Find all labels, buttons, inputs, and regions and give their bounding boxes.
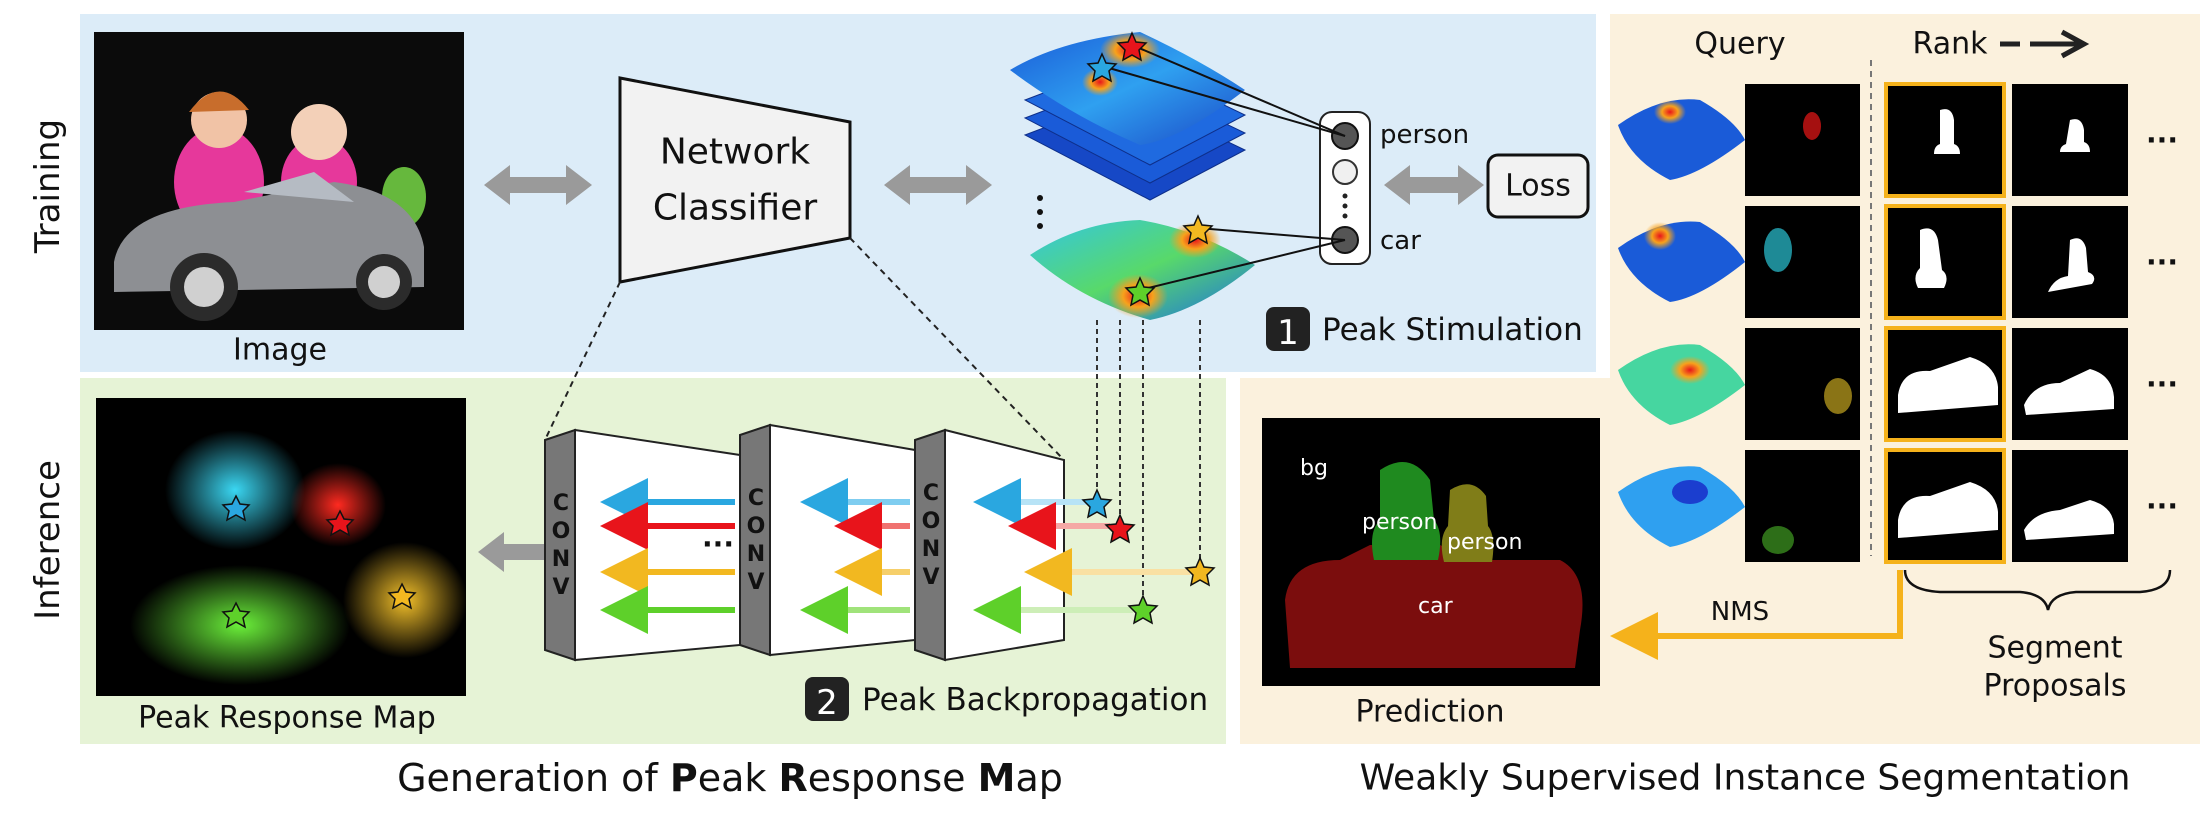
peak-stars-training bbox=[1086, 31, 1214, 307]
network-classifier-box bbox=[618, 76, 852, 284]
step2-badge bbox=[805, 677, 849, 721]
row4-dots: ··· bbox=[2146, 489, 2178, 523]
segment-proposals-line2: Proposals bbox=[1983, 668, 2127, 704]
pred-car-label: car bbox=[1418, 594, 1453, 619]
dash-link-right bbox=[849, 237, 1065, 461]
arrow-to-prm bbox=[478, 532, 548, 572]
input-photo bbox=[94, 32, 464, 330]
segment-proposals-line1: Segment bbox=[1987, 630, 2123, 666]
pred-person1-label: person bbox=[1362, 510, 1438, 535]
double-arrow-image-classifier bbox=[484, 165, 592, 205]
neuron-middle bbox=[1332, 159, 1358, 185]
nms-arrow bbox=[1610, 570, 1903, 660]
prm-caption: Peak Response Map bbox=[138, 700, 436, 736]
image-caption: Image bbox=[233, 332, 327, 368]
pred-person1-mask bbox=[1372, 462, 1441, 560]
backprop-arrows bbox=[600, 478, 1190, 634]
step2-number: 2 bbox=[816, 683, 838, 723]
step1-number: 1 bbox=[1277, 313, 1299, 353]
segment-proposals bbox=[1884, 82, 2128, 564]
double-arrow-output-loss bbox=[1384, 165, 1484, 205]
dash-link-left bbox=[544, 281, 621, 441]
heatmap-stack bbox=[1010, 32, 1255, 320]
conv-ellipsis: ··· bbox=[702, 527, 734, 561]
class-label-car: car bbox=[1380, 226, 1421, 256]
loss-box bbox=[1486, 153, 1590, 219]
step1-label: Peak Stimulation bbox=[1322, 312, 1583, 348]
rank-header: Rank bbox=[1912, 26, 1988, 62]
double-arrow-classifier-maps bbox=[884, 165, 992, 205]
step2-label: Peak Backpropagation bbox=[862, 682, 1209, 718]
prediction-caption: Prediction bbox=[1355, 694, 1505, 730]
row1-dots: ··· bbox=[2146, 123, 2178, 157]
proposals-brace bbox=[1903, 569, 2172, 611]
step1-badge bbox=[1266, 307, 1310, 351]
query-header: Query bbox=[1694, 26, 1786, 62]
prm-stars bbox=[221, 494, 417, 629]
caption-left: Generation of Peak Response Map bbox=[397, 756, 1063, 800]
pred-bg-label: bg bbox=[1300, 456, 1328, 481]
network-label-line2: Classifier bbox=[652, 187, 818, 229]
pred-person2-label: person bbox=[1447, 530, 1523, 555]
caption-right: Weakly Supervised Instance Segmentation bbox=[1359, 757, 2131, 799]
row3-dots: ··· bbox=[2146, 367, 2178, 401]
row2-dots: ··· bbox=[2146, 245, 2178, 279]
peak-drop-lines bbox=[1096, 320, 1201, 605]
loss-label: Loss bbox=[1505, 168, 1571, 204]
peak-stars-inference bbox=[1081, 488, 1216, 625]
pred-person2-mask bbox=[1441, 484, 1494, 562]
rank-arrow bbox=[2000, 29, 2090, 59]
query-heatmaps bbox=[1618, 99, 1745, 547]
pred-car-mask bbox=[1285, 545, 1583, 668]
nms-label: NMS bbox=[1710, 597, 1770, 627]
peak-to-neuron-lines bbox=[1101, 44, 1346, 291]
class-label-person: person bbox=[1380, 120, 1470, 150]
output-neuron-box bbox=[1319, 111, 1371, 265]
query-response-thumbs bbox=[1745, 84, 1860, 562]
network-label-line1: Network bbox=[659, 131, 811, 173]
vertical-ellipsis bbox=[1037, 195, 1043, 229]
